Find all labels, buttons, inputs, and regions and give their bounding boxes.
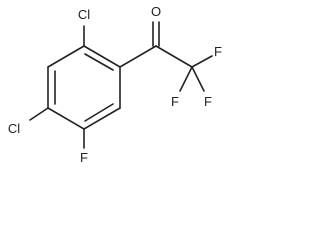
benzene-ring [47, 45, 121, 130]
c-f-bond-right [191, 66, 205, 92]
ring-bond [47, 45, 85, 68]
ring-carbonyl-bond [119, 45, 157, 68]
ring-bond [83, 107, 121, 130]
fluorine-atom-ring: F [80, 150, 88, 165]
carbonyl-cf3-bond [155, 45, 193, 68]
oxygen-atom-carbonyl: O [151, 4, 161, 19]
chlorine-atom-top: Cl [78, 7, 90, 22]
chlorine-atom-left: Cl [8, 121, 20, 136]
ring-bond [83, 45, 121, 68]
molecule-structure: Cl Cl F O F F F [8, 4, 222, 165]
fluorine-atom-cf3-right: F [204, 94, 212, 109]
ring-double-bond [84, 103, 114, 122]
fluorine-atom-cf3-lower: F [171, 94, 179, 109]
c-cl-bond-left [29, 107, 49, 121]
c-f-bond-upper [191, 55, 213, 68]
c-f-bond-lower [179, 66, 193, 92]
fluorine-atom-cf3-upper: F [214, 44, 222, 59]
ring-bond [47, 107, 85, 130]
ring-double-bond [84, 53, 114, 71]
